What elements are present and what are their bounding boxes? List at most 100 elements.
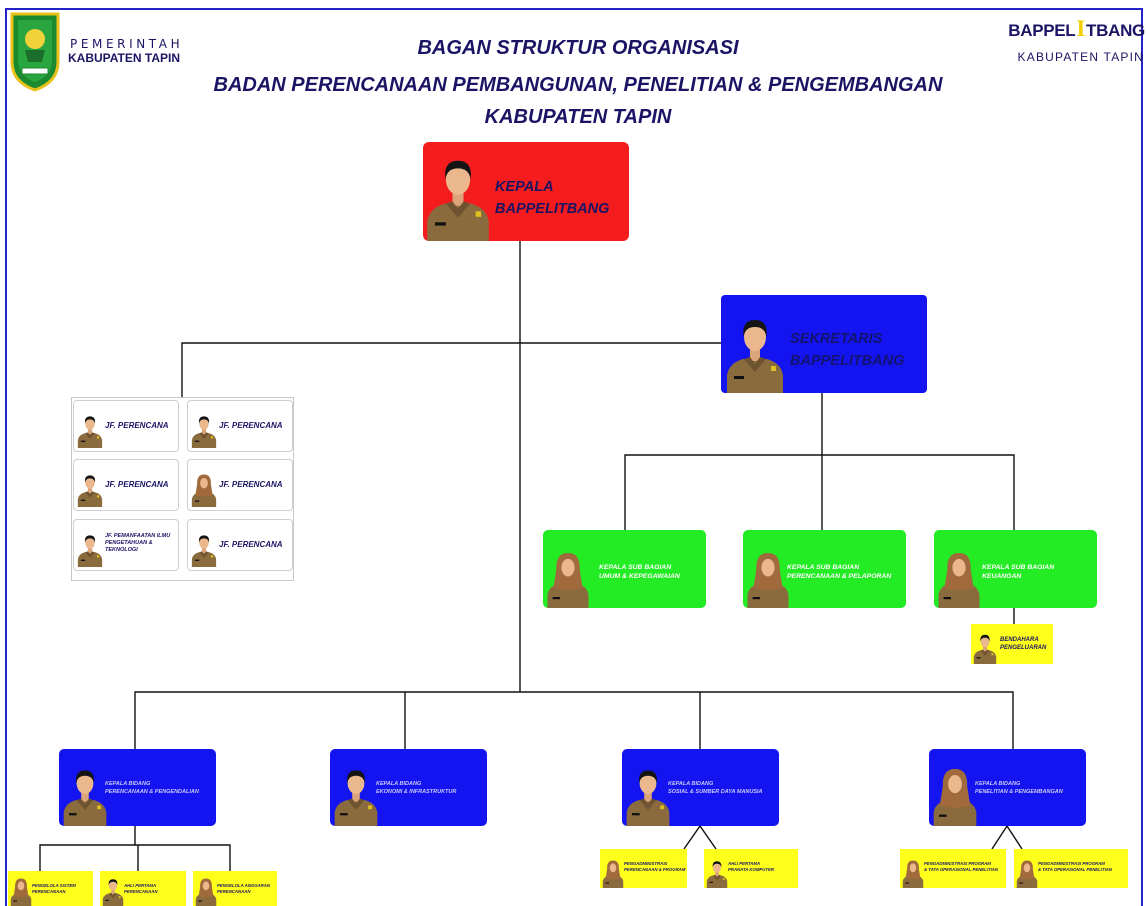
male-officer-icon bbox=[191, 416, 217, 448]
position-title-line1: PENGADMINISTRASI PROGRAM bbox=[924, 861, 991, 866]
female-officer-icon bbox=[547, 553, 589, 608]
male-officer-icon bbox=[63, 770, 107, 826]
male-officer-icon bbox=[334, 770, 378, 826]
position-title: JF. PEMANFAATAN ILMU PENGETAHUAN & TEKNO… bbox=[105, 533, 171, 553]
female-officer-icon bbox=[602, 860, 624, 888]
subsection-box: KEPALA SUB BAGIAN KEUANGAN bbox=[934, 530, 1097, 608]
position-title-line1: KEPALA BIDANG bbox=[376, 781, 422, 787]
functional-position-card: JF. PERENCANA bbox=[187, 400, 293, 452]
functional-position-card: JF. PEMANFAATAN ILMU PENGETAHUAN & TEKNO… bbox=[73, 519, 179, 571]
position-title-line2: PERENCANAAN bbox=[124, 889, 158, 894]
agency-name: BADAN PERENCANAAN PEMBANGUNAN, PENELITIA… bbox=[213, 74, 943, 96]
position-title: KEPALA BIDANG PENELITIAN & PENGEMBANGAN bbox=[975, 780, 1063, 796]
position-title-line2: BAPPELITBANG bbox=[790, 353, 905, 369]
female-officer-icon bbox=[938, 553, 980, 608]
region-name: KABUPATEN TAPIN bbox=[484, 106, 672, 128]
position-title-line2: PERENCANAAN bbox=[32, 889, 66, 894]
position-title-line2: PERENCANAAN & PROGRAM bbox=[624, 867, 686, 872]
position-title-line2: PENGELUARAN bbox=[1000, 645, 1047, 651]
functional-positions-group: JF. PERENCANA JF. PERENCANA JF. PERENCAN… bbox=[71, 397, 294, 581]
logo-text-kabupaten: KABUPATEN TAPIN bbox=[68, 51, 180, 65]
position-title: JF. PERENCANA bbox=[105, 480, 169, 489]
female-officer-icon bbox=[191, 474, 217, 507]
position-title-line1: SEKRETARIS bbox=[790, 331, 883, 347]
position-title: JF. PERENCANA bbox=[219, 540, 283, 549]
brand-accent-letter: I bbox=[1076, 16, 1086, 41]
head-of-agency-box: KEPALA BAPPELITBANG bbox=[423, 142, 629, 241]
position-title: KEPALA SUB BAGIAN UMUM & KEPEGAWAIAN bbox=[599, 563, 680, 581]
subsection-box: KEPALA SUB BAGIAN UMUM & KEPEGAWAIAN bbox=[543, 530, 706, 608]
position-title-line2: & TATA OPERASIONAL PENELITIAN bbox=[1038, 867, 1113, 872]
female-officer-icon bbox=[10, 878, 32, 906]
division-box: KEPALA BIDANG EKONOMI & INFRASTRUKTUR bbox=[330, 749, 487, 826]
male-officer-icon bbox=[727, 320, 783, 393]
position-title-line1: KEPALA BIDANG bbox=[105, 781, 151, 787]
male-officer-icon bbox=[626, 770, 670, 826]
bappelitbang-logo: BAPPELITBANG bbox=[1008, 17, 1145, 41]
position-title-line1: PENGELOLA SISTEM bbox=[32, 883, 76, 888]
male-officer-icon bbox=[77, 416, 103, 448]
staff-box: AHLI PERTAMA PERENCANAAN bbox=[100, 871, 186, 906]
treasurer-box: BENDAHARA PENGELUARAN bbox=[971, 624, 1053, 664]
male-officer-icon bbox=[191, 535, 217, 567]
staff-box: PENGELOLA ANGGARAN PERENCANAAN bbox=[193, 871, 277, 906]
connector bbox=[181, 342, 721, 397]
position-title-line1: KEPALA bbox=[495, 179, 554, 195]
position-title-line2: PERENCANAAN & PENGENDALIAN bbox=[105, 789, 199, 795]
position-title: JF. PERENCANA bbox=[219, 480, 283, 489]
position-title-line1: PENGELOLA ANGGARAN bbox=[217, 883, 270, 888]
position-title-line2: PERENCANAAN bbox=[217, 889, 251, 894]
position-title-line1: KEPALA SUB BAGIAN bbox=[982, 564, 1055, 571]
position-title-line1: AHLI PERTAMA bbox=[728, 861, 761, 866]
staff-box: PENGADMINISTRASI PROGRAM & TATA OPERASIO… bbox=[900, 849, 1006, 888]
connector bbox=[991, 824, 1023, 850]
functional-position-card: JF. PERENCANA bbox=[187, 519, 293, 571]
position-title: BENDAHARA PENGELUARAN bbox=[1000, 636, 1046, 652]
position-title-line1: KEPALA BIDANG bbox=[975, 781, 1021, 787]
male-officer-icon bbox=[102, 879, 124, 906]
male-officer-icon bbox=[77, 475, 103, 507]
female-officer-icon bbox=[747, 553, 789, 608]
position-title-line2: SOSIAL & SUMBER DAYA MANUSIA bbox=[668, 789, 763, 795]
subsection-box: KEPALA SUB BAGIAN PERENCANAAN & PELAPORA… bbox=[743, 530, 906, 608]
position-title: KEPALA BAPPELITBANG bbox=[495, 176, 609, 220]
male-officer-icon bbox=[973, 634, 997, 664]
connector bbox=[683, 824, 717, 850]
position-title: AHLI PERTAMA PRANATA KOMPUTER bbox=[728, 861, 774, 873]
kabupaten-tapin-crest bbox=[10, 12, 60, 92]
female-officer-icon bbox=[1016, 860, 1038, 888]
position-title-line1: AHLI PERTAMA bbox=[124, 883, 157, 888]
position-title-line2: & TATA OPERASIONAL PENELITIAN bbox=[924, 867, 999, 872]
male-officer-icon bbox=[706, 861, 728, 888]
position-title: KEPALA SUB BAGIAN PERENCANAAN & PELAPORA… bbox=[787, 563, 891, 581]
secretary-box: SEKRETARIS BAPPELITBANG bbox=[721, 295, 927, 393]
position-title: AHLI PERTAMA PERENCANAAN bbox=[124, 883, 157, 895]
position-title-line1: BENDAHARA bbox=[1000, 637, 1039, 643]
functional-position-card: JF. PERENCANA bbox=[73, 459, 179, 511]
functional-position-card: JF. PERENCANA bbox=[73, 400, 179, 452]
female-officer-icon bbox=[933, 768, 977, 826]
position-title: SEKRETARIS BAPPELITBANG bbox=[790, 328, 904, 372]
position-title-line2: UMUM & KEPEGAWAIAN bbox=[599, 573, 680, 580]
logo-text-pemerintah: PEMERINTAH bbox=[70, 37, 184, 51]
position-title: PENGADMINISTRASI PERENCANAAN & PROGRAM bbox=[624, 861, 685, 873]
division-box: KEPALA BIDANG PENELITIAN & PENGEMBANGAN bbox=[929, 749, 1086, 826]
position-title: PENGADMINISTRASI PROGRAM & TATA OPERASIO… bbox=[1038, 861, 1112, 873]
chart-title: BAGAN STRUKTUR ORGANISASI bbox=[417, 37, 739, 59]
position-title: PENGADMINISTRASI PROGRAM & TATA OPERASIO… bbox=[924, 861, 998, 873]
position-title-line2: BAPPELITBANG bbox=[495, 201, 610, 217]
connector bbox=[39, 844, 231, 871]
position-title-line1: PENGADMINISTRASI PROGRAM bbox=[1038, 861, 1105, 866]
staff-box: PENGELOLA SISTEM PERENCANAAN bbox=[8, 871, 93, 906]
division-box: KEPALA BIDANG SOSIAL & SUMBER DAYA MANUS… bbox=[622, 749, 779, 826]
position-title: PENGELOLA SISTEM PERENCANAAN bbox=[32, 883, 76, 895]
staff-box: PENGADMINISTRASI PROGRAM & TATA OPERASIO… bbox=[1014, 849, 1128, 888]
staff-box: PENGADMINISTRASI PERENCANAAN & PROGRAM bbox=[600, 849, 687, 888]
brand-part3: TBANG bbox=[1086, 21, 1145, 40]
position-title: KEPALA BIDANG SOSIAL & SUMBER DAYA MANUS… bbox=[668, 780, 763, 796]
position-title: PENGELOLA ANGGARAN PERENCANAAN bbox=[217, 883, 270, 895]
position-title-line2: PENELITIAN & PENGEMBANGAN bbox=[975, 789, 1063, 795]
brand-part1: BAPPEL bbox=[1008, 21, 1076, 40]
